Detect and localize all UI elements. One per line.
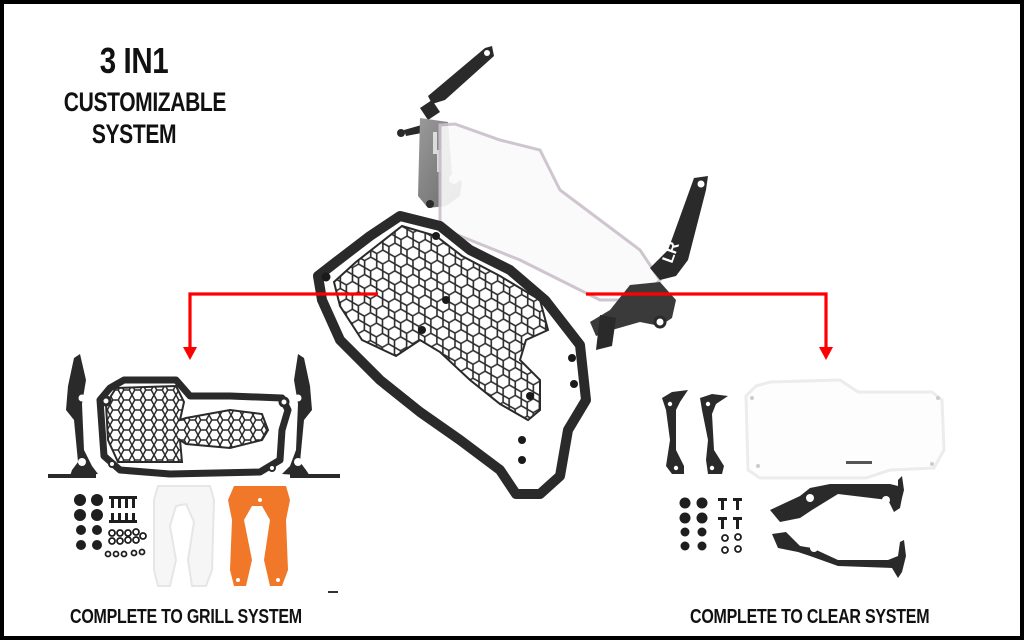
grill-system-caption: COMPLETE TO GRILL SYSTEM	[70, 606, 302, 628]
center-assembly: LR	[313, 46, 708, 499]
headline: 3 IN1 CUSTOMIZABLE SYSTEM	[44, 40, 227, 150]
arrow-to-clear-kit	[586, 292, 833, 360]
arrow-to-grill-kit	[183, 292, 378, 360]
headline-line-3: SYSTEM	[91, 119, 177, 150]
svg-text:LR: LR	[660, 239, 683, 265]
grill-kit	[48, 354, 340, 593]
image-frame: 3 IN1 CUSTOMIZABLE SYSTEM	[4, 4, 1020, 636]
headline-line-2: CUSTOMIZABLE	[63, 86, 227, 117]
headline-line-1: 3 IN1	[99, 40, 169, 81]
product-illustration: LR	[48, 46, 946, 593]
clear-system-caption: COMPLETE TO CLEAR SYSTEM	[690, 606, 930, 628]
clear-kit	[662, 378, 946, 578]
